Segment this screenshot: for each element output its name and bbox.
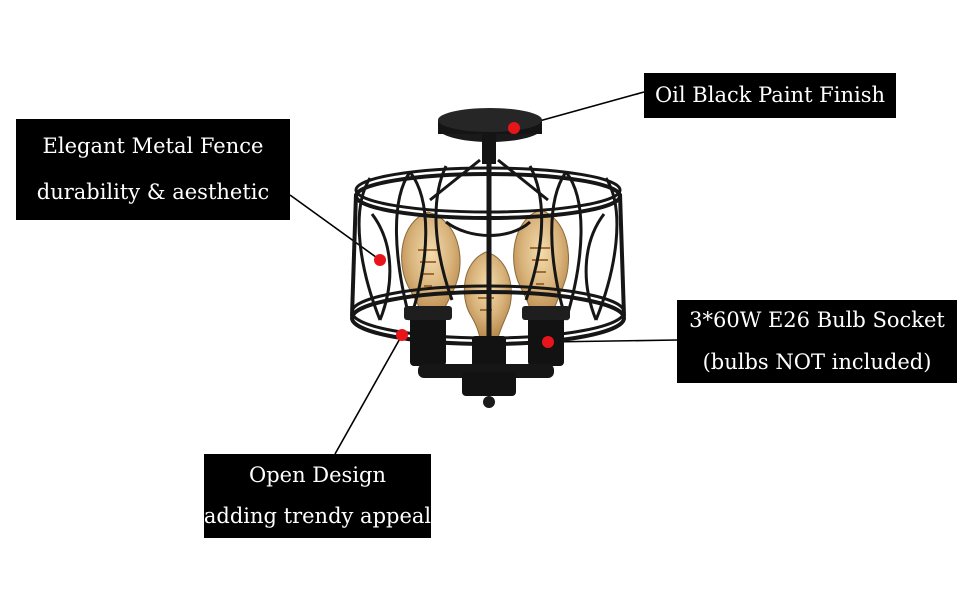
- marker-fence: [374, 254, 386, 266]
- feature-markers: [374, 122, 554, 348]
- callout-open-line2: adding trendy appeal: [203, 504, 432, 528]
- ceiling-canopy: [438, 108, 542, 164]
- marker-socket: [542, 336, 554, 348]
- callout-open-line1: Open Design: [248, 462, 386, 487]
- callout-fence-line2: durability & aesthetic: [36, 179, 270, 204]
- callout-paint-text: Oil Black Paint Finish: [654, 82, 886, 107]
- callout-socket-line1: 3*60W E26 Bulb Socket: [689, 308, 945, 333]
- callout-socket-line2: (bulbs NOT included): [702, 349, 932, 374]
- callout-bulb-socket: 3*60W E26 Bulb Socket (bulbs NOT include…: [677, 300, 957, 383]
- bulb-left: [401, 211, 461, 317]
- leader-line-open: [334, 334, 403, 455]
- metal-fence-cage: [350, 158, 626, 346]
- callout-open-design: Open Design adding trendy appeal: [204, 454, 431, 538]
- leader-line-socket: [547, 339, 678, 343]
- callout-paint-finish: Oil Black Paint Finish: [644, 73, 896, 118]
- leader-line-fence: [289, 194, 381, 261]
- callout-fence-line1: Elegant Metal Fence: [42, 134, 264, 159]
- callout-metal-fence: Elegant Metal Fence durability & aesthet…: [16, 119, 290, 220]
- marker-open: [396, 329, 408, 341]
- marker-paint: [508, 122, 520, 134]
